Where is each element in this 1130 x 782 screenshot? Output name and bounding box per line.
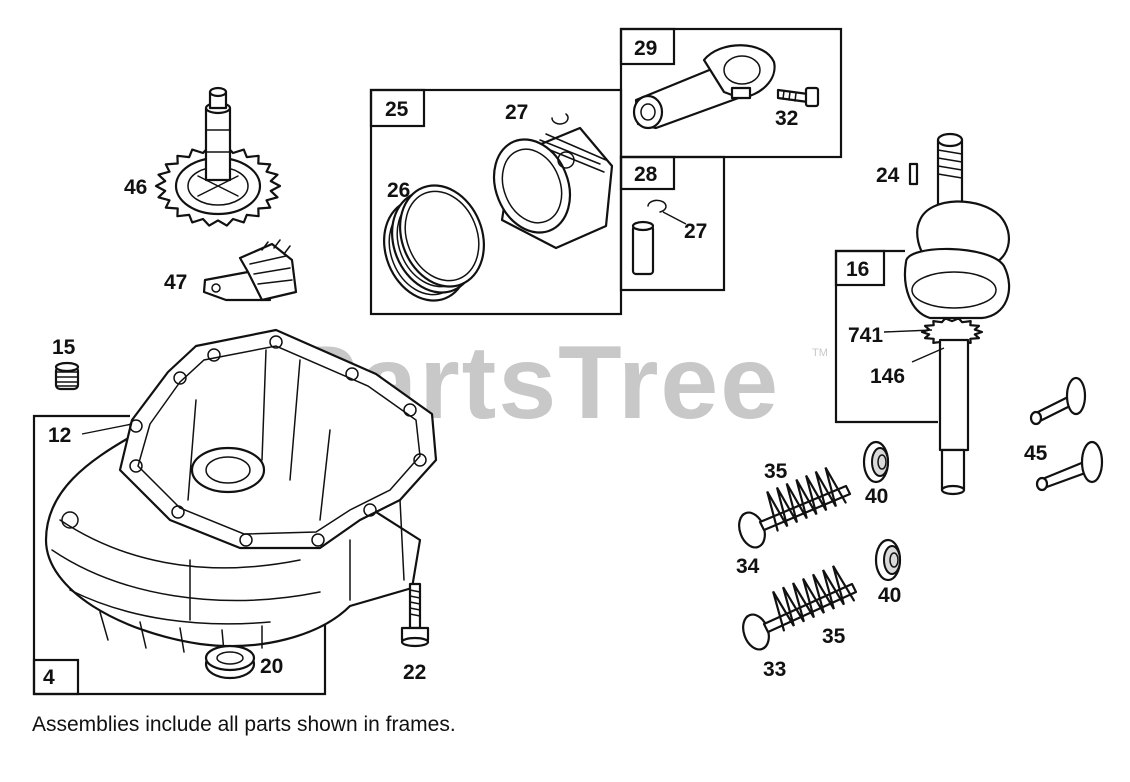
callout-12: 12 [48, 424, 71, 447]
frame-16: 16 [834, 249, 938, 424]
wrist-pin-drawing [631, 199, 667, 276]
callout-46: 46 [124, 176, 147, 199]
frame-29-label: 29 [634, 37, 657, 60]
callout-27-top: 27 [505, 101, 528, 124]
callout-20: 20 [260, 655, 283, 678]
watermark-trademark: TM [812, 347, 828, 359]
connecting-rod-drawing [632, 44, 776, 130]
oil-seal-drawing [204, 644, 256, 680]
callout-24: 24 [876, 164, 900, 187]
callout-34: 34 [736, 555, 760, 578]
frame-16-label: 16 [846, 258, 869, 281]
valve-33-drawing [742, 565, 858, 651]
callout-32: 32 [775, 107, 798, 130]
crankshaft-drawing [904, 132, 1011, 496]
key-24-drawing [908, 162, 919, 186]
frame-4-label: 4 [43, 666, 55, 689]
frame-28-label: 28 [634, 163, 658, 186]
callout-741: 741 [848, 324, 883, 347]
callout-47: 47 [164, 271, 187, 294]
callout-35-bottom: 35 [822, 625, 846, 648]
callout-45: 45 [1024, 442, 1048, 465]
callout-33: 33 [763, 658, 786, 681]
callout-146: 146 [870, 365, 905, 388]
callout-35-top: 35 [764, 460, 788, 483]
bolt-22-drawing [400, 582, 430, 648]
retainer-40-bottom-drawing [874, 538, 902, 582]
callout-40-bottom: 40 [878, 584, 901, 607]
callout-15: 15 [52, 336, 76, 359]
piston-rings-drawing [383, 184, 485, 302]
piston-drawing [492, 126, 614, 250]
clip-27-top-drawing [551, 113, 569, 125]
retainer-40-top-drawing [862, 440, 890, 484]
frame-25-label: 25 [385, 98, 409, 121]
crankcase-sump-drawing [44, 328, 438, 653]
tappets-drawing [1029, 376, 1104, 492]
camshaft-gear-drawing [154, 86, 282, 227]
callout-40-top: 40 [865, 485, 888, 508]
leader-lines [81, 211, 945, 435]
callout-26: 26 [387, 179, 410, 202]
governor-part-drawing [202, 239, 298, 302]
assembly-note: Assemblies include all parts shown in fr… [32, 713, 456, 736]
rod-bolt-drawing [776, 86, 820, 108]
callout-27-bottom: 27 [684, 220, 707, 243]
callout-22: 22 [403, 661, 426, 684]
frame-4: 4 [32, 414, 327, 696]
frame-29: 29 [619, 27, 843, 159]
valve-34-drawing [738, 466, 852, 549]
plug-drawing [54, 361, 80, 391]
